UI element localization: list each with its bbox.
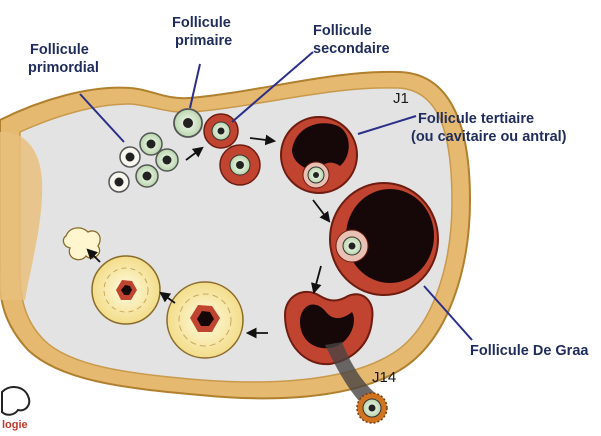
label-primaire-line1: Follicule [172, 15, 231, 31]
label-degraaf: Follicule De Graa [470, 343, 589, 359]
primordial-follicle [109, 172, 129, 192]
tertiary-follicle [281, 117, 357, 193]
label-secondaire-line1: Follicule [313, 23, 372, 39]
primordial-follicle [156, 149, 178, 171]
label-secondaire-line2: secondaire [313, 41, 390, 57]
released-oocyte [357, 393, 387, 423]
label-primaire-line2: primaire [175, 33, 232, 49]
corpus-luteum-early [92, 256, 160, 324]
label-tertiaire-line2: (ou cavitaire ou antral) [411, 129, 567, 145]
secondary-follicle [220, 145, 260, 185]
label-day-ovulation: J14 [372, 369, 396, 386]
label-primordial-line2: primordial [28, 60, 99, 76]
logo-text: logie [2, 419, 28, 431]
label-primordial-line1: Follicule [30, 42, 89, 58]
primordial-follicle [136, 165, 158, 187]
graafian-follicle [330, 183, 438, 295]
logo: logie [2, 387, 29, 431]
label-tertiaire-line1: Follicule tertiaire [418, 111, 534, 127]
primary-follicle [174, 109, 202, 137]
corpus-luteum [167, 282, 243, 358]
label-day-start: J1 [393, 90, 409, 107]
primordial-follicle [120, 147, 140, 167]
secondary-follicle [204, 114, 238, 148]
